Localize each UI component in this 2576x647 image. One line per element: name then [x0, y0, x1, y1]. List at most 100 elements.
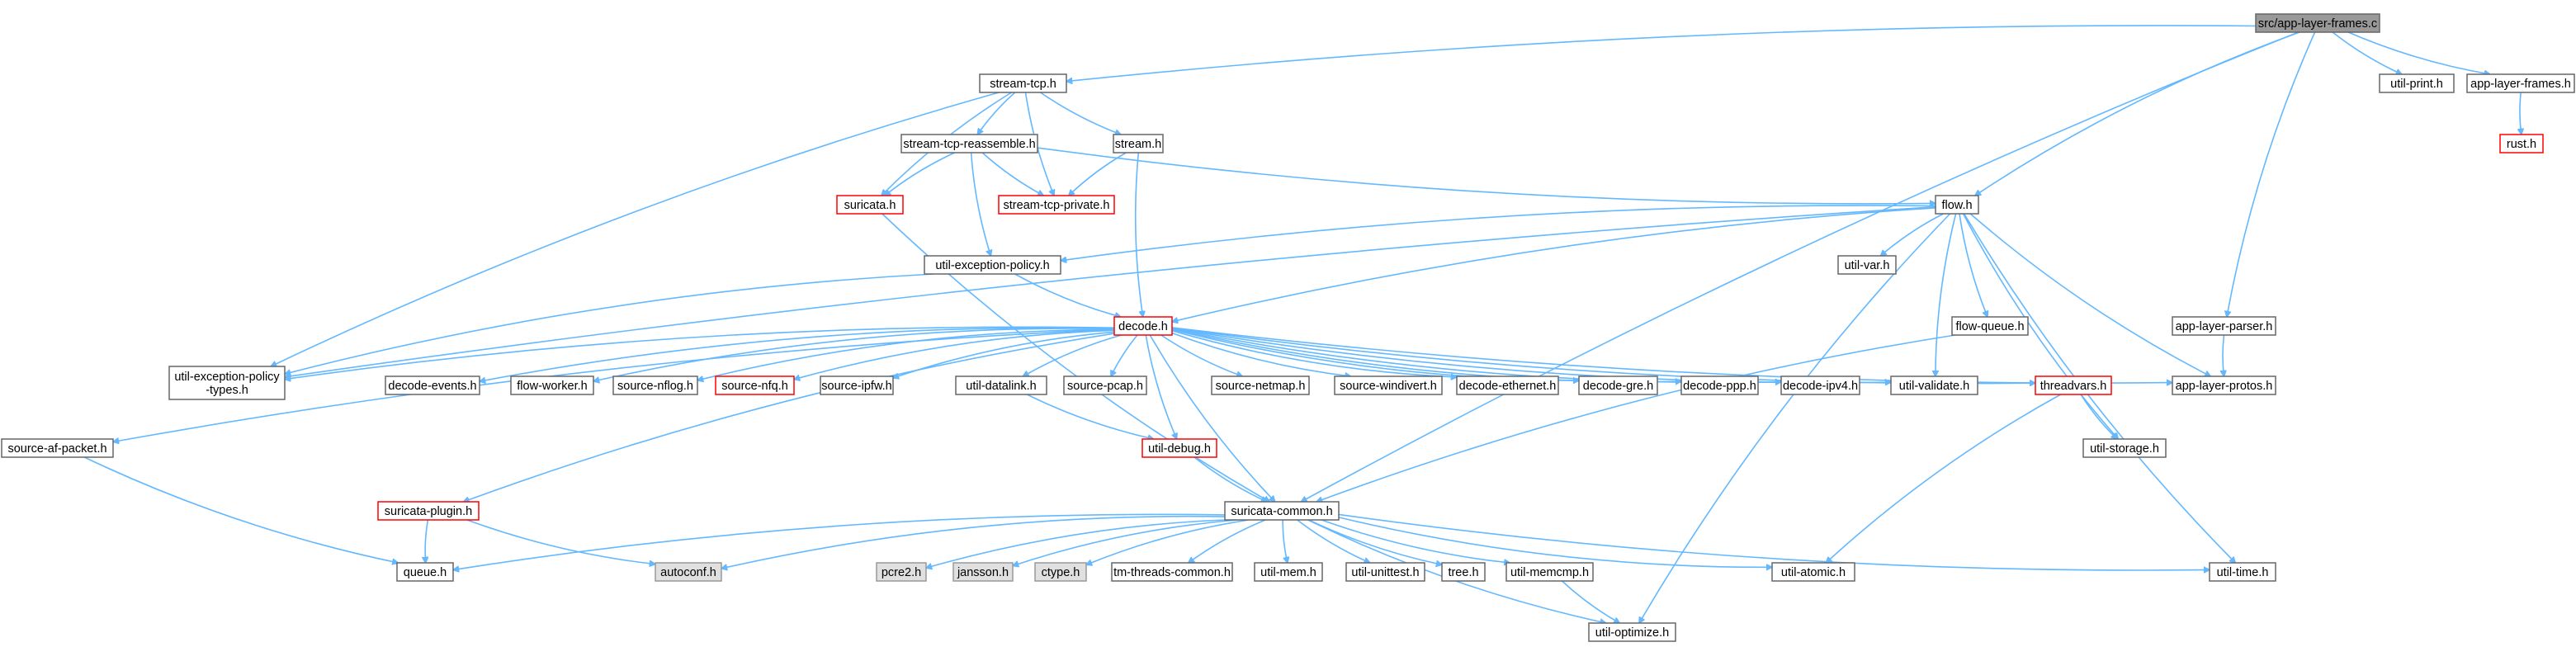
- node-box: [979, 73, 1067, 93]
- node-source-af-packet[interactable]: source-af-packet.h: [1, 438, 114, 458]
- node-threadvars[interactable]: threadvars.h: [2035, 375, 2112, 395]
- node-decode[interactable]: decode.h: [1113, 316, 1173, 336]
- node-decode-gre[interactable]: decode-gre.h: [1578, 375, 1658, 395]
- node-box: [998, 195, 1115, 215]
- node-box: [1, 438, 114, 458]
- node-label: source-ipfw.h: [821, 380, 891, 393]
- node-label: suricata-common.h: [1231, 505, 1332, 518]
- edge-stream-tcp-to-util-exception-policy-types: [271, 92, 1000, 366]
- node-label: stream-tcp-reassemble.h: [903, 138, 1035, 151]
- node-decode-events[interactable]: decode-events.h: [385, 375, 480, 395]
- node-box: [1780, 375, 1860, 395]
- node-decode-ppp[interactable]: decode-ppp.h: [1680, 375, 1759, 395]
- node-util-debug[interactable]: util-debug.h: [1141, 438, 1217, 458]
- node-util-storage[interactable]: util-storage.h: [2082, 438, 2167, 458]
- node-box: [836, 195, 904, 215]
- node-box: [612, 375, 698, 395]
- node-box: [2209, 562, 2276, 582]
- edge-stream-tcp-reassemble-to-util-exception-policy: [970, 152, 991, 256]
- node-jansson: jansson.h: [952, 562, 1014, 582]
- node-stream-tcp-reassemble[interactable]: stream-tcp-reassemble.h: [900, 134, 1038, 153]
- node-box: [1771, 562, 1855, 582]
- node-flow-queue[interactable]: flow-queue.h: [1951, 316, 2029, 336]
- node-util-time[interactable]: util-time.h: [2209, 562, 2276, 582]
- node-app-layer-parser[interactable]: app-layer-parser.h: [2172, 316, 2276, 336]
- node-tree[interactable]: tree.h: [1441, 562, 1486, 582]
- node-ctype: ctype.h: [1034, 562, 1087, 582]
- node-util-datalink[interactable]: util-datalink.h: [955, 375, 1047, 395]
- node-label: suricata.h: [844, 199, 896, 212]
- node-label: rust.h: [2507, 138, 2536, 151]
- node-util-var[interactable]: util-var.h: [1837, 255, 1897, 275]
- node-stream-tcp[interactable]: stream-tcp.h: [979, 73, 1067, 93]
- edge-root-to-app-layer-frames: [2347, 31, 2490, 74]
- node-decode-ethernet[interactable]: decode-ethernet.h: [1456, 375, 1559, 395]
- edge-decode-to-decode-events: [480, 327, 1115, 381]
- node-box: [1113, 134, 1164, 153]
- node-box: [2466, 73, 2575, 93]
- edge-flow-to-app-layer-protos: [1969, 213, 2210, 376]
- node-flow-worker[interactable]: flow-worker.h: [510, 375, 594, 395]
- node-suricata[interactable]: suricata.h: [836, 195, 904, 215]
- node-source-netmap[interactable]: source-netmap.h: [1211, 375, 1310, 395]
- node-box: [715, 375, 795, 395]
- node-util-mem[interactable]: util-mem.h: [1254, 562, 1323, 582]
- node-label: suricata-plugin.h: [385, 505, 472, 518]
- node-box: [1113, 316, 1173, 336]
- edge-suricata-common-to-jansson: [1013, 519, 1238, 566]
- node-util-unittest[interactable]: util-unittest.h: [1345, 562, 1425, 582]
- node-stream[interactable]: stream.h: [1113, 134, 1164, 153]
- node-suricata-common[interactable]: suricata-common.h: [1224, 501, 1340, 521]
- node-box: [2035, 375, 2112, 395]
- edge-suricata-common-to-pcre2: [926, 519, 1226, 568]
- edge-suricata-common-to-util-unittest: [1297, 519, 1370, 563]
- node-util-memcmp[interactable]: util-memcmp.h: [1505, 562, 1594, 582]
- node-source-pcap[interactable]: source-pcap.h: [1063, 375, 1147, 395]
- node-util-exception-policy[interactable]: util-exception-policy.h: [924, 255, 1061, 275]
- node-decode-ipv4[interactable]: decode-ipv4.h: [1780, 375, 1860, 395]
- node-app-layer-protos[interactable]: app-layer-protos.h: [2172, 375, 2276, 395]
- edge-root-to-flow: [1975, 31, 2300, 196]
- node-util-print[interactable]: util-print.h: [2379, 73, 2455, 93]
- node-suricata-plugin[interactable]: suricata-plugin.h: [377, 501, 480, 521]
- node-box: [396, 562, 454, 582]
- node-util-validate[interactable]: util-validate.h: [1890, 375, 1978, 395]
- edge-decode-to-source-af-packet: [113, 328, 1115, 442]
- node-util-atomic[interactable]: util-atomic.h: [1771, 562, 1855, 582]
- edge-decode-to-util-datalink: [1023, 334, 1122, 376]
- node-box: [1935, 195, 1979, 215]
- node-label: tree.h: [1448, 566, 1478, 579]
- node-source-nfq[interactable]: source-nfq.h: [715, 375, 795, 395]
- node-box: [820, 375, 894, 395]
- edge-stream-tcp-to-stream-tcp-reassemble: [977, 92, 1016, 135]
- edge-flow-to-util-optimize: [1639, 213, 1951, 623]
- node-box: [1588, 622, 1676, 642]
- node-source-nflog[interactable]: source-nflog.h: [612, 375, 698, 395]
- edge-util-datalink-to-util-debug: [1026, 394, 1153, 439]
- node-stream-tcp-private[interactable]: stream-tcp-private.h: [998, 195, 1115, 215]
- node-label: util-memcmp.h: [1510, 566, 1589, 579]
- node-rust[interactable]: rust.h: [2499, 134, 2544, 153]
- node-label: flow.h: [1941, 199, 1972, 212]
- node-box: [924, 255, 1061, 275]
- node-util-optimize[interactable]: util-optimize.h: [1588, 622, 1676, 642]
- edge-decode-to-suricata-common: [1149, 334, 1275, 502]
- node-queue[interactable]: queue.h: [396, 562, 454, 582]
- node-label: stream-tcp-private.h: [1004, 199, 1110, 212]
- node-util-exception-policy-types[interactable]: util-exception-policy-types.h: [168, 366, 286, 400]
- node-source-windivert[interactable]: source-windivert.h: [1334, 375, 1443, 395]
- node-label: util-datalink.h: [966, 380, 1036, 393]
- edge-root-to-stream-tcp: [1066, 25, 2257, 82]
- node-app-layer-frames[interactable]: app-layer-frames.h: [2466, 73, 2575, 93]
- edge-stream-tcp-reassemble-to-stream-tcp-private: [981, 152, 1043, 196]
- node-flow[interactable]: flow.h: [1935, 195, 1979, 215]
- edge-decode-to-util-debug: [1145, 334, 1176, 439]
- node-tm-threads-common[interactable]: tm-threads-common.h: [1111, 562, 1233, 582]
- edge-root-to-app-layer-parser: [2227, 31, 2316, 317]
- node-source-ipfw[interactable]: source-ipfw.h: [820, 375, 894, 395]
- edge-source-af-packet-to-queue: [83, 456, 398, 563]
- node-root[interactable]: src/app-layer-frames.c: [2255, 13, 2380, 33]
- node-box: [1211, 375, 1310, 395]
- node-label: util-storage.h: [2090, 442, 2159, 456]
- node-label: util-debug.h: [1148, 442, 1211, 456]
